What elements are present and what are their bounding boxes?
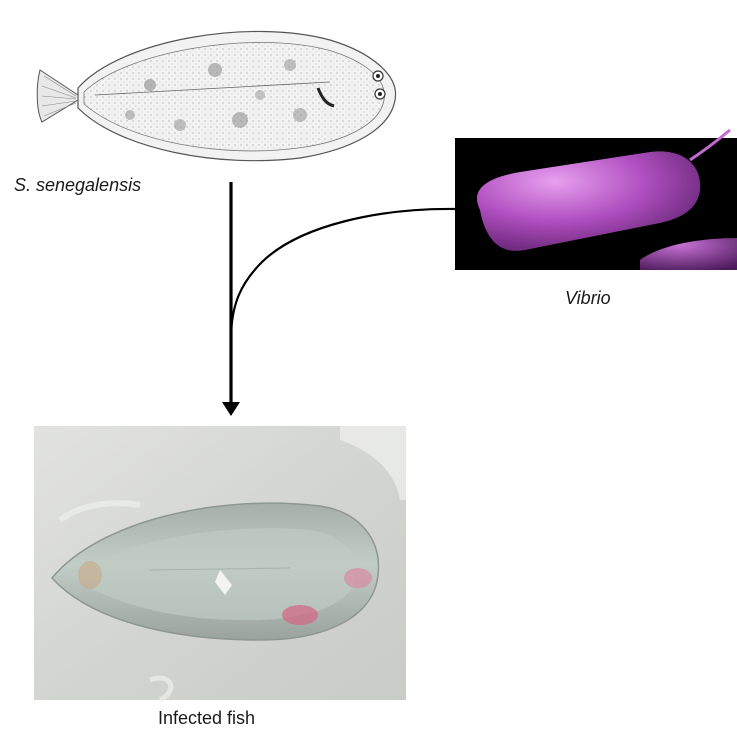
vibrio-image bbox=[455, 130, 737, 270]
arrow-head bbox=[222, 402, 240, 416]
result-label: Infected fish bbox=[158, 708, 255, 729]
sole-drawing bbox=[37, 31, 395, 160]
vibrio-connector bbox=[231, 209, 456, 335]
infected-fish-photo bbox=[34, 426, 406, 700]
species-label: S. senegalensis bbox=[14, 175, 141, 196]
bacterium-label: Vibrio bbox=[565, 288, 611, 309]
